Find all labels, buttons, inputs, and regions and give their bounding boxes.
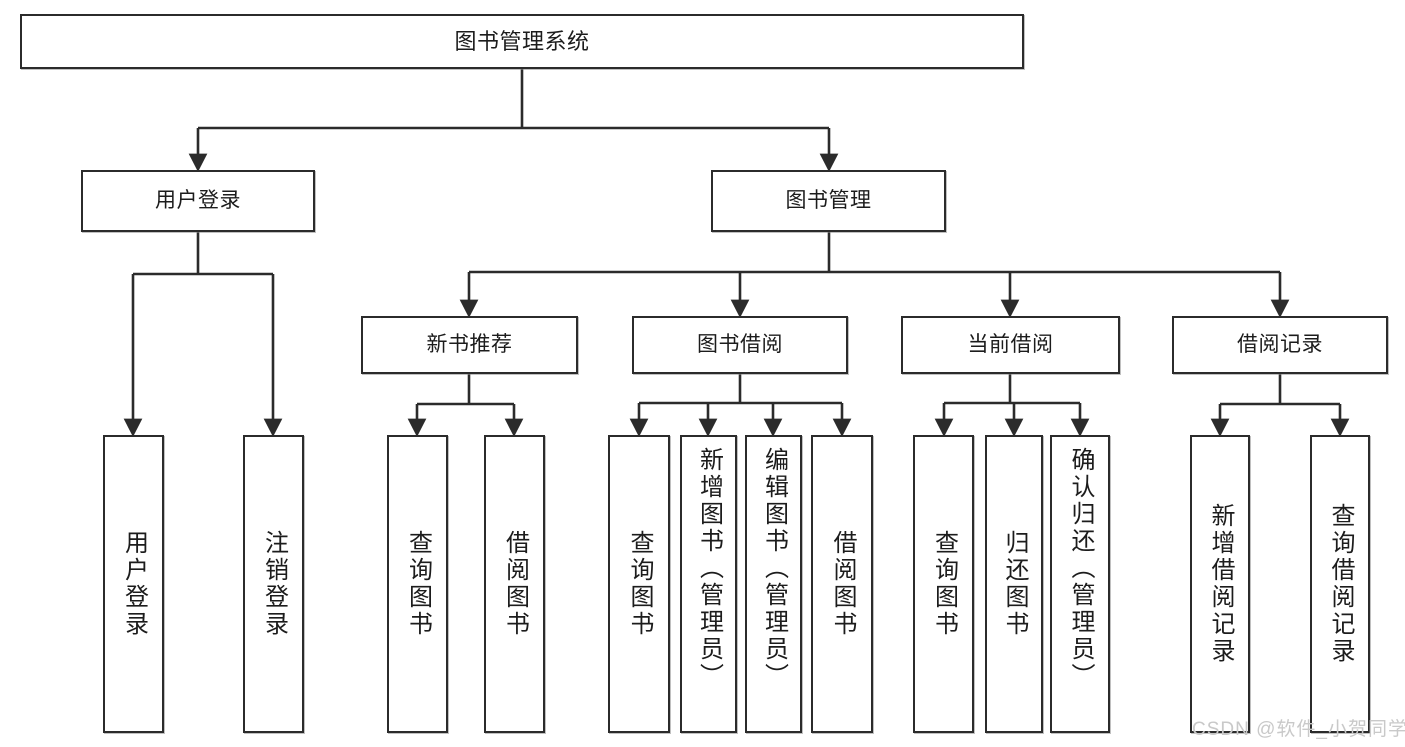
leaf-query-borrow-record[interactable]: 查询借阅记录 xyxy=(1310,435,1370,733)
node-label: 图书管理系统 xyxy=(454,28,590,54)
leaf-query-book-cb[interactable]: 查询图书 xyxy=(913,435,974,733)
node-label: 新书推荐 xyxy=(426,332,513,356)
node-label: 用户登录 xyxy=(120,530,148,638)
node-user-login[interactable]: 用户登录 xyxy=(81,170,315,232)
leaf-query-book-nbr[interactable]: 查询图书 xyxy=(387,435,448,733)
leaf-edit-book-admin[interactable]: 编辑图书（管理员） xyxy=(745,435,802,733)
node-current-borrowing[interactable]: 当前借阅 xyxy=(901,316,1120,374)
node-label: 查询图书 xyxy=(930,530,958,638)
node-label: 当前借阅 xyxy=(967,332,1054,356)
leaf-borrow-book-bb[interactable]: 借阅图书 xyxy=(811,435,873,733)
node-book-borrowing[interactable]: 图书借阅 xyxy=(632,316,848,374)
leaf-add-book-admin[interactable]: 新增图书（管理员） xyxy=(680,435,737,733)
node-label: 注销登录 xyxy=(260,530,288,638)
leaf-add-borrow-record[interactable]: 新增借阅记录 xyxy=(1190,435,1250,733)
node-label: 图书管理 xyxy=(785,188,872,212)
node-label: 图书借阅 xyxy=(697,332,783,356)
node-label: 查询借阅记录 xyxy=(1327,503,1354,665)
node-label: 用户登录 xyxy=(155,188,241,212)
node-label: 查询图书 xyxy=(626,530,653,638)
node-label: 借阅图书 xyxy=(829,530,856,638)
leaf-logout[interactable]: 注销登录 xyxy=(243,435,304,733)
node-new-book-recommendation[interactable]: 新书推荐 xyxy=(361,316,578,374)
node-label: 查询图书 xyxy=(404,530,432,638)
node-label: 借阅图书 xyxy=(501,530,529,638)
node-label: 新增图书（管理员） xyxy=(695,447,723,690)
node-label: 确认归还（管理员） xyxy=(1067,447,1094,690)
node-label: 编辑图书（管理员） xyxy=(760,447,788,690)
node-book-management[interactable]: 图书管理 xyxy=(711,170,946,232)
leaf-borrow-book-nbr[interactable]: 借阅图书 xyxy=(484,435,545,733)
node-label: 借阅记录 xyxy=(1237,332,1323,356)
watermark-text: CSDN @软件_小贺同学 xyxy=(1192,719,1405,740)
leaf-return-book[interactable]: 归还图书 xyxy=(985,435,1043,733)
node-borrowing-record[interactable]: 借阅记录 xyxy=(1172,316,1388,374)
leaf-confirm-return-admin[interactable]: 确认归还（管理员） xyxy=(1050,435,1110,733)
leaf-user-login[interactable]: 用户登录 xyxy=(103,435,164,733)
node-root-system[interactable]: 图书管理系统 xyxy=(20,14,1024,69)
node-label: 归还图书 xyxy=(1001,530,1028,638)
leaf-query-book-bb[interactable]: 查询图书 xyxy=(608,435,670,733)
node-label: 新增借阅记录 xyxy=(1207,503,1234,665)
